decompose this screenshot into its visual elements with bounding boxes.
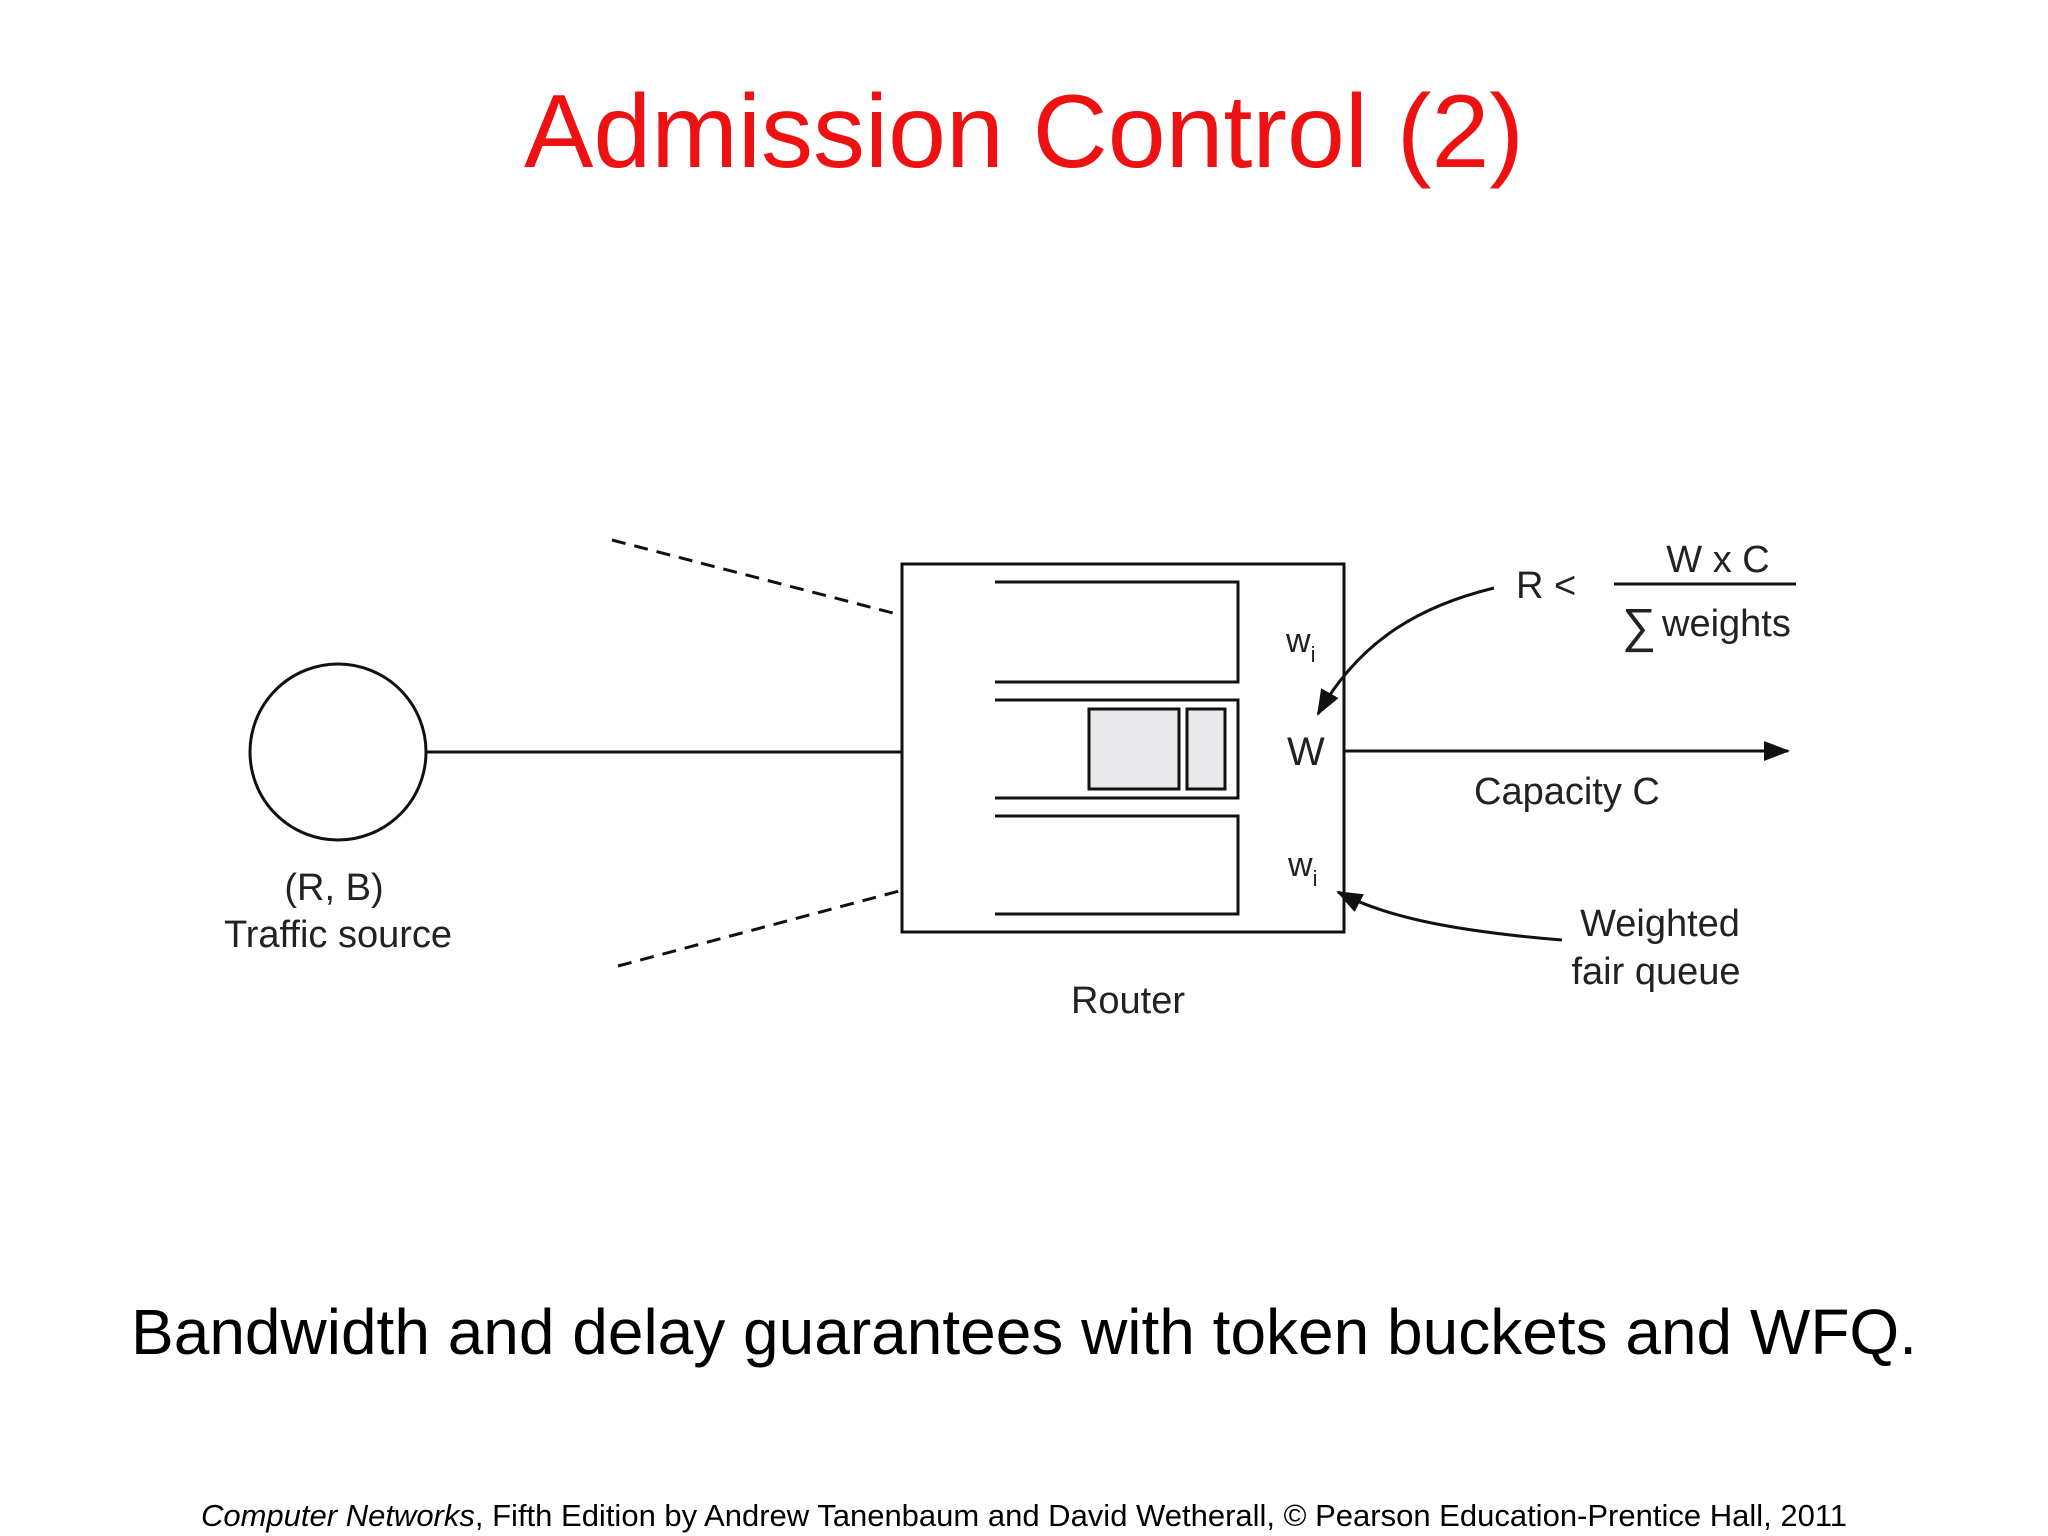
source-params-label: (R, B) (284, 867, 383, 909)
wfq-pointer-arrow (1336, 890, 1563, 942)
weight-middle-label: W (1287, 730, 1325, 774)
slide-caption: Bandwidth and delay guarantees with toke… (131, 1296, 1917, 1368)
queue-middle (995, 698, 1240, 800)
router-label: Router (1071, 980, 1185, 1022)
weight-bottom-label: wi (1287, 846, 1317, 891)
traffic-source-circle (248, 662, 428, 842)
formula-pointer-arrow (1316, 586, 1495, 716)
footer-credit: , Fifth Edition by Andrew Tanenbaum and … (474, 1498, 1848, 1533)
formula-denominator: weights (1661, 603, 1791, 645)
wfq-label-line1: Weighted (1580, 903, 1740, 945)
slide-title: Admission Control (2) (524, 74, 1524, 190)
formula-lhs: R < (1516, 565, 1576, 607)
slide-footer: Computer Networks, Fifth Edition by Andr… (0, 1496, 2048, 1536)
queue-bottom (995, 814, 1240, 916)
capacity-label: Capacity C (1474, 771, 1660, 813)
formula-numerator: W x C (1666, 539, 1769, 581)
formula-sigma: ∑ (1622, 600, 1656, 653)
traffic-source-label: Traffic source (224, 914, 452, 956)
queue-top (995, 580, 1240, 684)
footer-book-title: Computer Networks (200, 1498, 475, 1533)
wfq-label-line2: fair queue (1571, 951, 1740, 993)
queued-packet-small (1185, 707, 1227, 791)
queued-packet-large (1087, 707, 1181, 791)
weight-top-label: wi (1285, 622, 1315, 667)
